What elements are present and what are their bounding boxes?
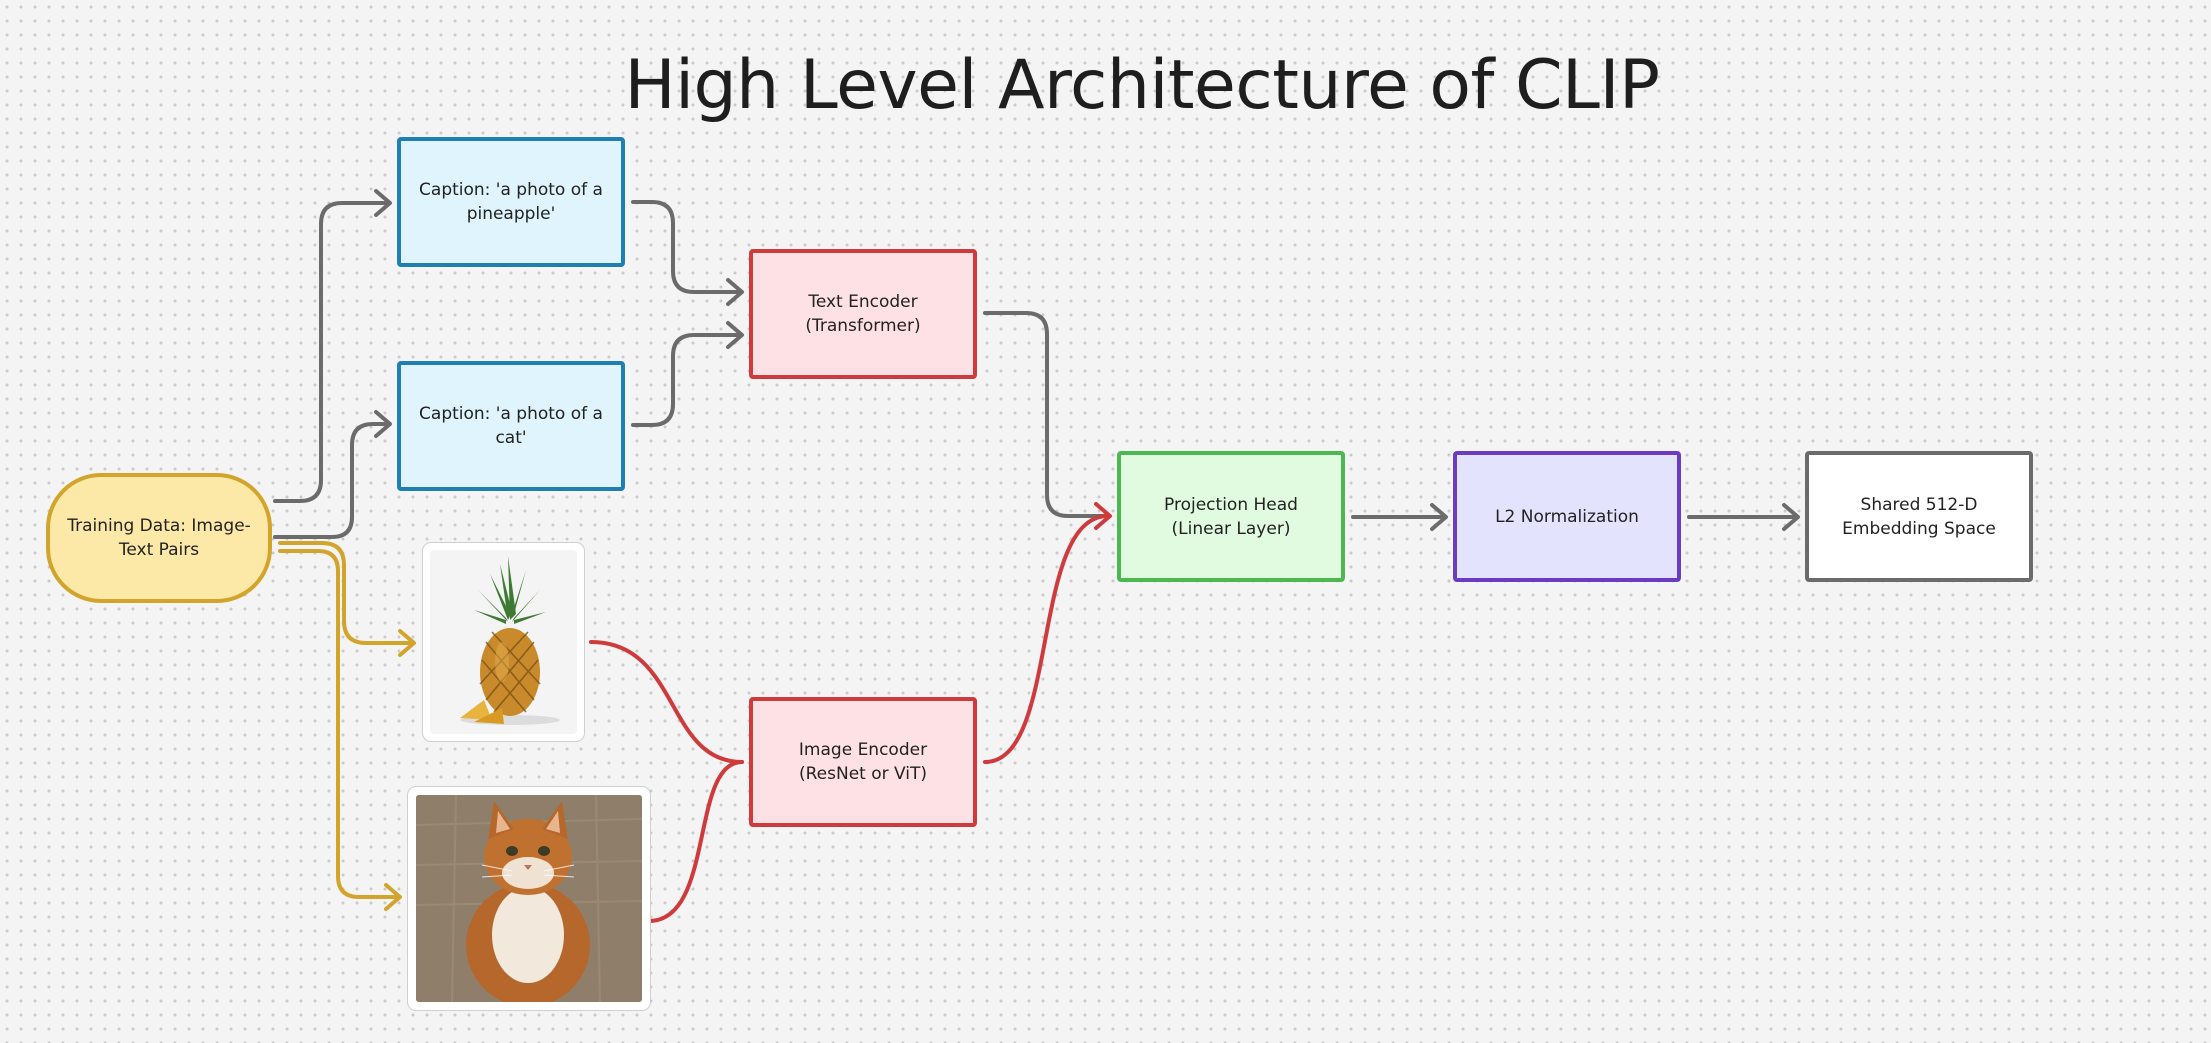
edge-caption-pineapple-to-text-encoder bbox=[631, 200, 742, 294]
arrowhead bbox=[398, 629, 416, 657]
pineapple-photo bbox=[430, 550, 577, 734]
edge-image-encoder-to-projection bbox=[983, 514, 1110, 764]
image-encoder-node[interactable]: Image Encoder (ResNet or ViT) bbox=[749, 697, 977, 827]
caption-cat-node[interactable]: Caption: 'a photo of a cat' bbox=[397, 361, 625, 491]
edge-text-encoder-to-projection bbox=[983, 311, 1110, 518]
l2-normalization-node[interactable]: L2 Normalization bbox=[1453, 451, 1681, 582]
cat-photo bbox=[416, 795, 642, 1002]
arrowhead bbox=[374, 410, 392, 438]
caption-cat-label: Caption: 'a photo of a cat' bbox=[419, 404, 603, 448]
projection-head-node[interactable]: Projection Head (Linear Layer) bbox=[1117, 451, 1345, 582]
edge-training-to-cat bbox=[278, 549, 400, 899]
arrowhead bbox=[1430, 503, 1448, 531]
edge-caption-cat-to-text-encoder bbox=[631, 333, 742, 427]
shared-embedding-node[interactable]: Shared 512-D Embedding Space bbox=[1805, 451, 2033, 582]
diagram-title: High Level Architecture of CLIP bbox=[624, 46, 1660, 125]
arrowhead bbox=[726, 321, 744, 349]
edge-training-to-pineapple bbox=[278, 541, 414, 645]
cat-illustration bbox=[416, 795, 642, 1002]
pineapple-illustration bbox=[460, 556, 560, 725]
arrowhead bbox=[1782, 503, 1800, 531]
edge-cat-to-image-encoder bbox=[647, 760, 744, 923]
caption-pineapple-node[interactable]: Caption: 'a photo of a pineapple' bbox=[397, 137, 625, 267]
cat-image-card[interactable] bbox=[407, 786, 651, 1011]
text-encoder-label: Text Encoder (Transformer) bbox=[805, 292, 921, 336]
training-data-label: Training Data: Image-Text Pairs bbox=[67, 516, 251, 560]
projection-head-label: Projection Head (Linear Layer) bbox=[1164, 494, 1298, 539]
arrowhead bbox=[1094, 502, 1112, 530]
training-data-node[interactable]: Training Data: Image-Text Pairs bbox=[46, 473, 272, 603]
arrowhead bbox=[726, 278, 744, 306]
image-encoder-label: Image Encoder (ResNet or ViT) bbox=[798, 740, 928, 784]
text-encoder-node[interactable]: Text Encoder (Transformer) bbox=[749, 249, 977, 379]
edge-training-to-caption-cat bbox=[273, 422, 390, 539]
arrowhead bbox=[374, 189, 392, 217]
edge-pineapple-to-image-encoder bbox=[589, 640, 744, 764]
caption-pineapple-label: Caption: 'a photo of a pineapple' bbox=[419, 180, 603, 224]
shared-embedding-label: Shared 512-D Embedding Space bbox=[1842, 494, 1996, 539]
edge-training-to-caption-pineapple bbox=[273, 201, 390, 503]
arrowhead bbox=[384, 883, 402, 911]
l2-normalization-label: L2 Normalization bbox=[1495, 506, 1639, 527]
pineapple-image-card[interactable] bbox=[422, 542, 585, 742]
